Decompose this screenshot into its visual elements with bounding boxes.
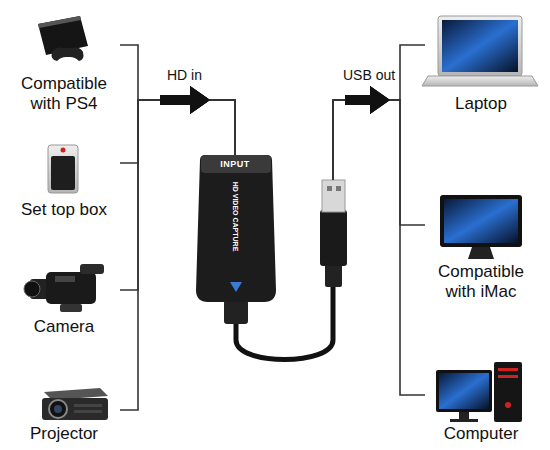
- device-label: Compatible with iMac: [425, 262, 537, 301]
- projector-icon-part: [54, 405, 62, 413]
- camera-icon-part: [55, 276, 75, 282]
- imac-icon-part: [468, 247, 494, 259]
- signal-connector: [333, 86, 425, 225]
- capture-dongle-part: [224, 300, 248, 324]
- computer-icon-part: [498, 375, 518, 378]
- device-node: Camera: [8, 262, 120, 337]
- flow-arrowhead: [160, 86, 210, 114]
- imac-icon: [440, 195, 522, 259]
- computer-icon-part: [436, 370, 492, 412]
- camera-icon-part: [24, 281, 40, 297]
- connector-line: [333, 45, 425, 180]
- capture-device: INPUT HD VIDEO CAPTURE: [193, 152, 353, 367]
- set-top-box-icon: [48, 145, 78, 193]
- device-node: Computer: [425, 362, 537, 444]
- laptop-icon: [422, 16, 538, 86]
- connector-line: [120, 100, 235, 410]
- signal-connector: [333, 45, 425, 180]
- device-label: HD VIDEO CAPTURE: [231, 177, 240, 257]
- flow-label-holder: HD in: [167, 66, 202, 84]
- computer-icon-part: [505, 402, 511, 408]
- connector-line: [333, 100, 425, 225]
- projector-icon-part: [42, 398, 108, 420]
- camera-icon-part: [60, 304, 82, 312]
- ps4-icon-part: [52, 48, 84, 62]
- capture-dongle-part: [327, 186, 332, 191]
- device-node: Set top box: [8, 138, 120, 220]
- signal-connector: [120, 86, 235, 410]
- laptop-icon-part: [422, 76, 538, 86]
- device-node: Laptop: [425, 12, 537, 114]
- set-top-box-icon-part: [61, 148, 66, 153]
- laptop-icon-part: [442, 20, 518, 72]
- camera-icon-part: [46, 272, 96, 304]
- flow-arrowhead: [160, 86, 210, 114]
- ps4-icon: [38, 16, 88, 61]
- port-label: INPUT: [193, 158, 277, 170]
- computer-icon-part: [494, 362, 522, 422]
- computer-icon-part: [450, 419, 478, 422]
- camera-icon: [24, 264, 104, 312]
- device-label: Compatible with PS4: [8, 74, 120, 113]
- capture-dongle: [196, 155, 347, 360]
- projector-icon-part: [74, 410, 102, 413]
- set-top-box-icon-part: [48, 145, 78, 193]
- computer-icon-part: [459, 412, 469, 420]
- flow-arrowhead: [345, 86, 390, 114]
- capture-dongle-part: [196, 155, 276, 302]
- camera-icon-part: [80, 264, 104, 274]
- projector-icon-part: [74, 404, 102, 407]
- capture-dongle-part: [320, 210, 347, 266]
- projector-icon-part: [49, 400, 67, 418]
- flow-label: HD in: [167, 67, 202, 83]
- device-label: Computer: [425, 424, 537, 444]
- flow-label: USB out: [343, 67, 395, 83]
- projector-icon: [42, 388, 108, 420]
- ps4-icon-part: [38, 16, 81, 28]
- computer-icon-part: [498, 368, 518, 371]
- imac-icon-part: [444, 199, 518, 243]
- capture-dongle-part: [325, 263, 342, 287]
- set-top-box-icon-part: [51, 156, 75, 190]
- device-label: Camera: [8, 317, 120, 337]
- computer-icon-part: [439, 373, 489, 409]
- capture-dongle-part: [230, 282, 242, 292]
- signal-connector: [333, 86, 425, 395]
- capture-dongle-part: [336, 186, 341, 191]
- flow-label-holder: USB out: [343, 66, 395, 84]
- device-label: Projector: [8, 424, 120, 444]
- connector-line: [333, 100, 425, 395]
- flow-arrowhead: [345, 86, 390, 114]
- flow-arrowhead: [345, 86, 390, 114]
- flow-arrowhead: [160, 86, 210, 114]
- laptop-icon-part: [438, 16, 522, 76]
- flow-arrowhead: [160, 86, 210, 114]
- computer-icon: [436, 362, 522, 422]
- device-label: Set top box: [8, 200, 120, 220]
- device-node: Compatible with PS4: [8, 12, 120, 113]
- device-node: Compatible with iMac: [425, 192, 537, 301]
- device-node: Projector: [8, 380, 120, 444]
- capture-dongle-part: [322, 180, 345, 212]
- device-label: Laptop: [425, 94, 537, 114]
- imac-icon-part: [440, 195, 522, 247]
